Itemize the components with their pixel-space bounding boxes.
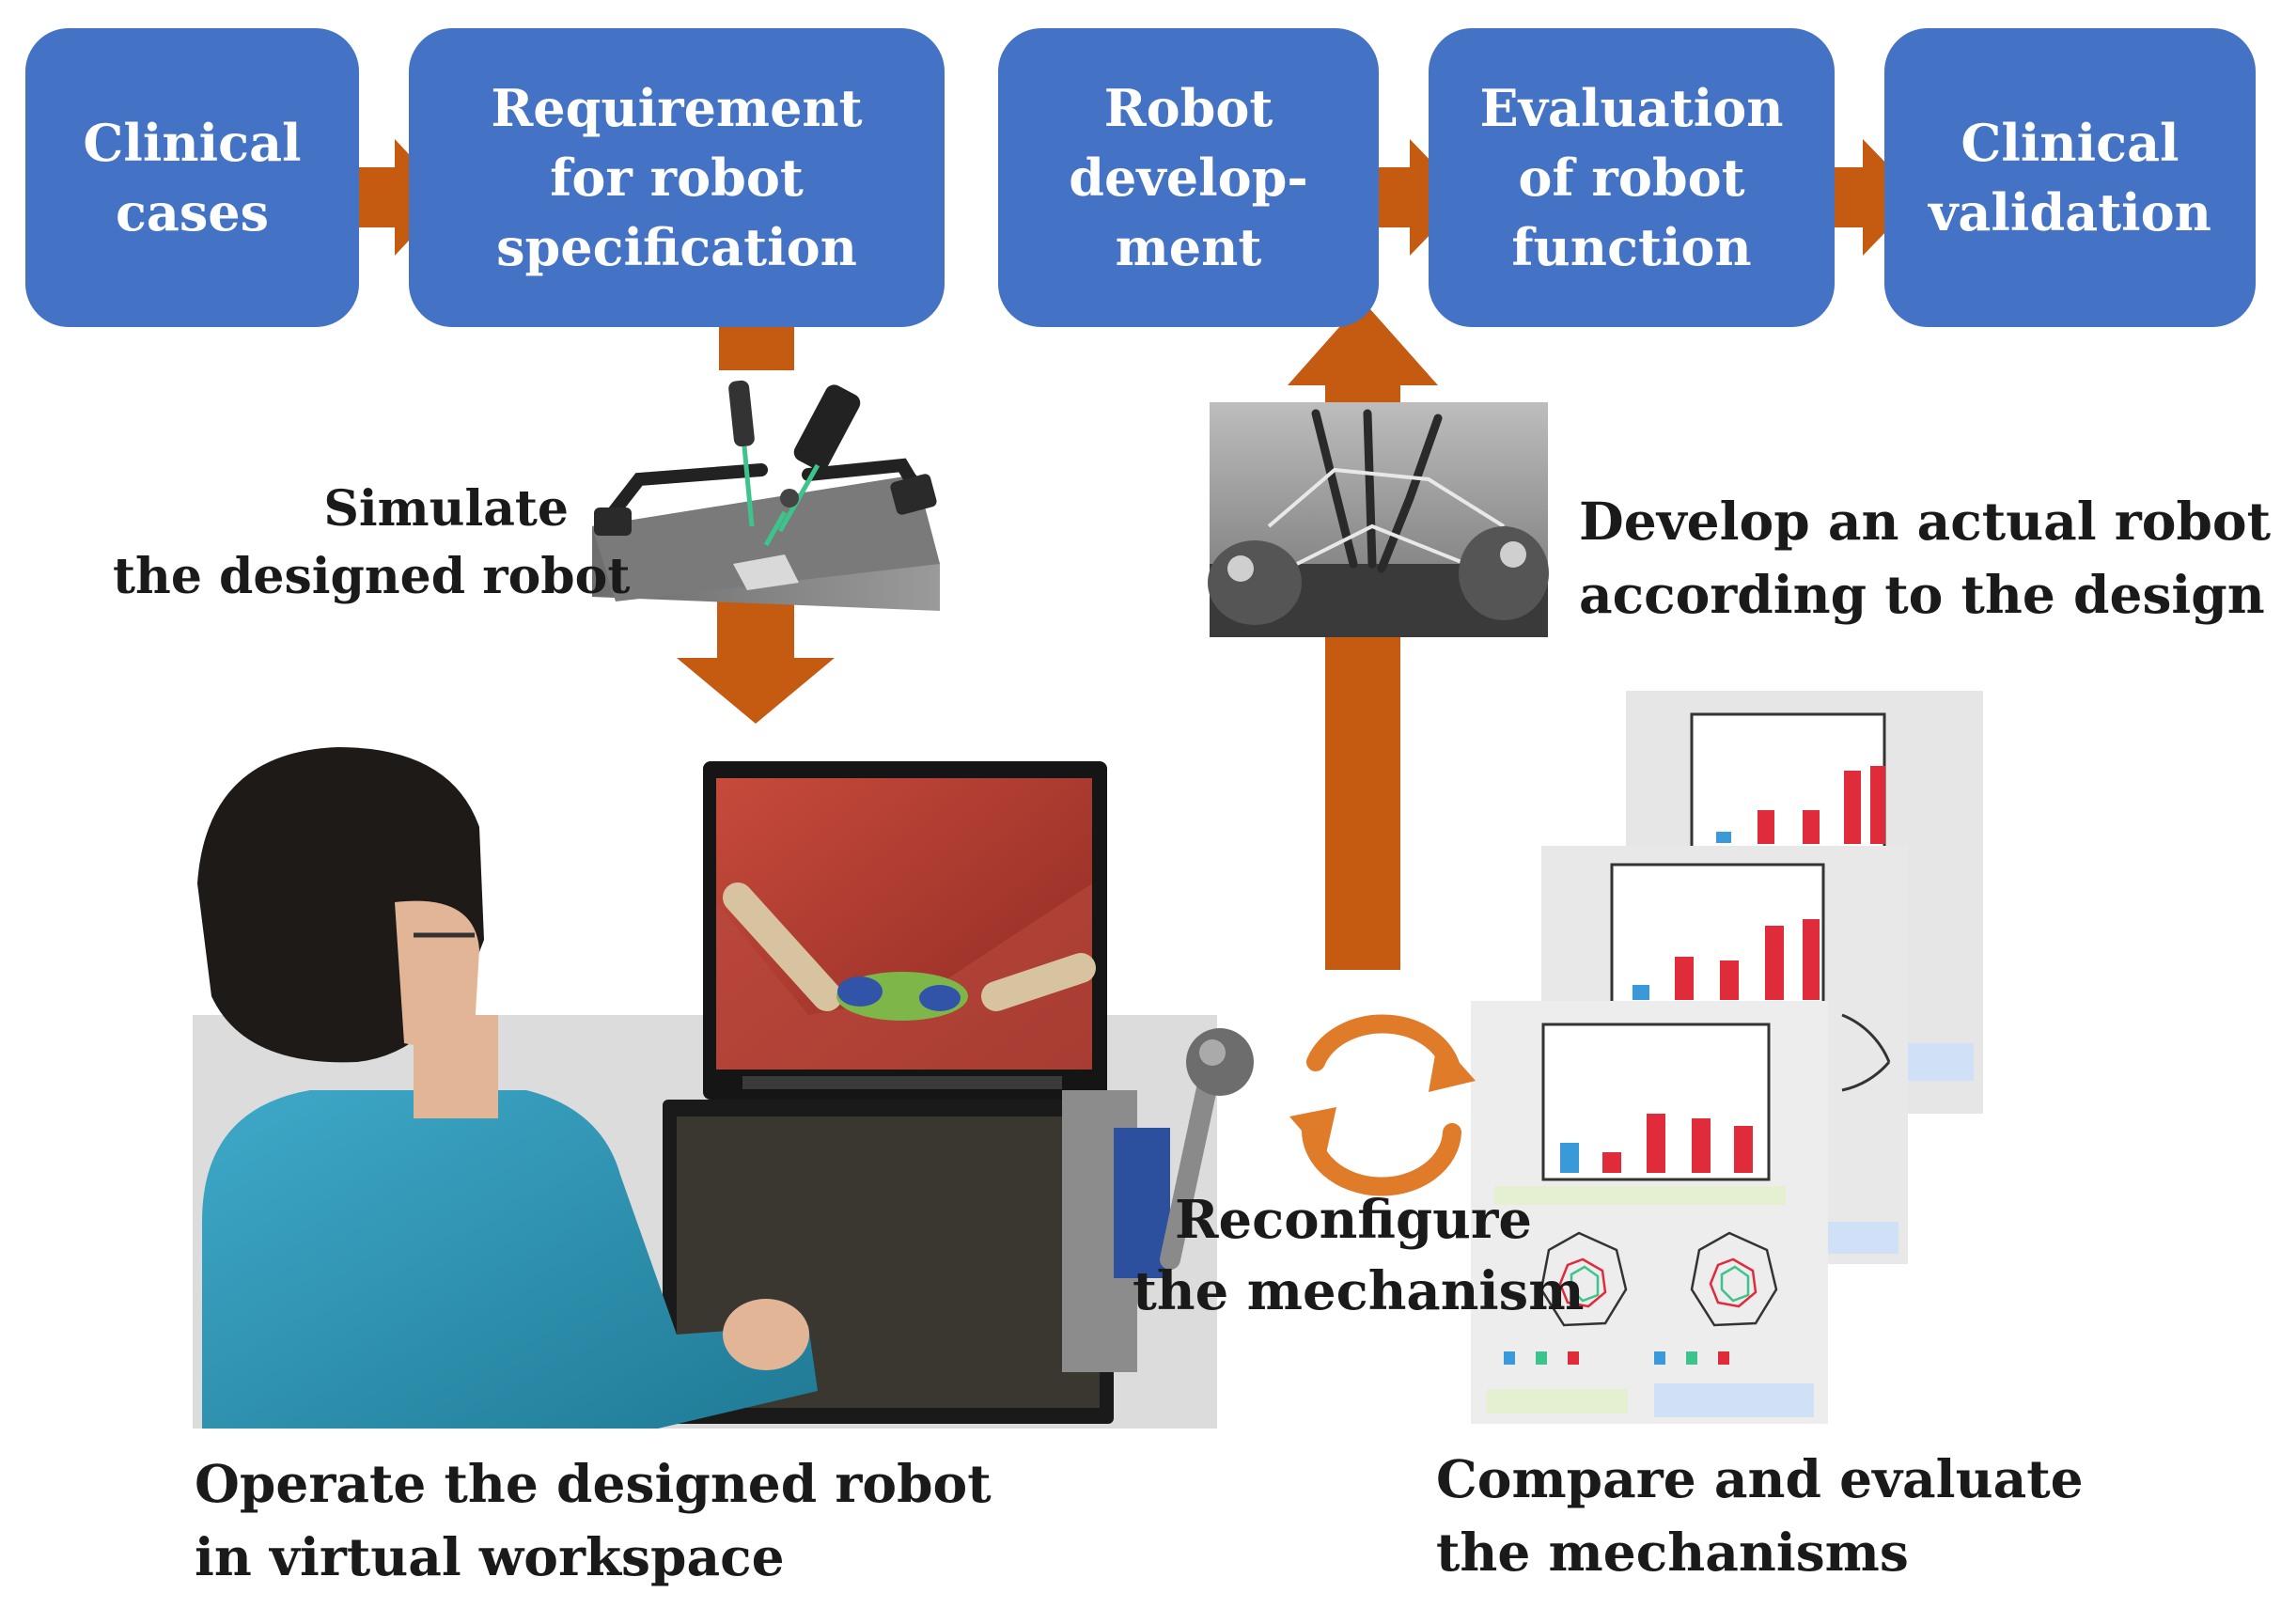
caption-line: Reconfigure [1174, 1189, 1533, 1251]
caption-develop: Develop an actual robot according to the… [1579, 485, 2271, 632]
reconfigure-cycle-icon [1289, 1014, 1476, 1196]
radar-chart-right [1690, 1231, 1778, 1327]
step-line: Evaluation [1479, 78, 1784, 138]
step-line: Clinical [1961, 113, 2179, 173]
step-line: specification [496, 217, 857, 277]
step-line: function [1511, 217, 1752, 277]
caption-line: according to the design [1579, 564, 2265, 625]
step-line: validation [1929, 182, 2211, 242]
caption-line: Develop an actual robot [1579, 491, 2272, 552]
step-robot-development: Robot develop-ment [998, 28, 1379, 327]
step-line: ment [1115, 217, 1262, 277]
caption-line: the mechanism [1133, 1260, 1585, 1322]
evaluation-chart-sheets [1471, 691, 1983, 1424]
radar-chart-left [1539, 1231, 1628, 1327]
caption-line: in virtual workspace [195, 1526, 785, 1587]
step-line: cases [115, 182, 269, 242]
step-line: Clinical [83, 113, 302, 173]
step-evaluation-function: Evaluation of robot function [1429, 28, 1835, 327]
robot-simulation-render [592, 380, 940, 611]
step-clinical-cases: Clinical cases [25, 28, 359, 327]
operator-at-console-photo [193, 747, 1254, 1429]
evaluation-sheet-front [1471, 1001, 1828, 1424]
caption-reconfigure: Reconfigure the mechanism [1133, 1184, 1585, 1327]
step-clinical-validation: Clinical validation [1884, 28, 2256, 327]
step-requirement-specification: Requirement for robot specification [409, 28, 945, 327]
actual-robot-photo [1208, 402, 1549, 637]
caption-line: the designed robot [113, 548, 631, 605]
step-line: for robot [550, 148, 804, 208]
caption-simulate: Simulate the designed robot [113, 476, 631, 611]
caption-operate: Operate the designed robot in virtual wo… [195, 1447, 992, 1594]
step-line: of robot [1518, 148, 1745, 208]
caption-line: Operate the designed robot [195, 1453, 992, 1514]
arrow-simulation-down [677, 601, 835, 724]
step-line: develop- [1069, 148, 1308, 208]
caption-line: the mechanisms [1436, 1522, 1909, 1583]
caption-compare: Compare and evaluate the mechanisms [1436, 1443, 2084, 1589]
caption-line: Simulate [323, 480, 569, 538]
step-line: Robot [1103, 78, 1273, 138]
caption-line: Compare and evaluate [1436, 1448, 2084, 1509]
step-line: Requirement [491, 78, 863, 138]
